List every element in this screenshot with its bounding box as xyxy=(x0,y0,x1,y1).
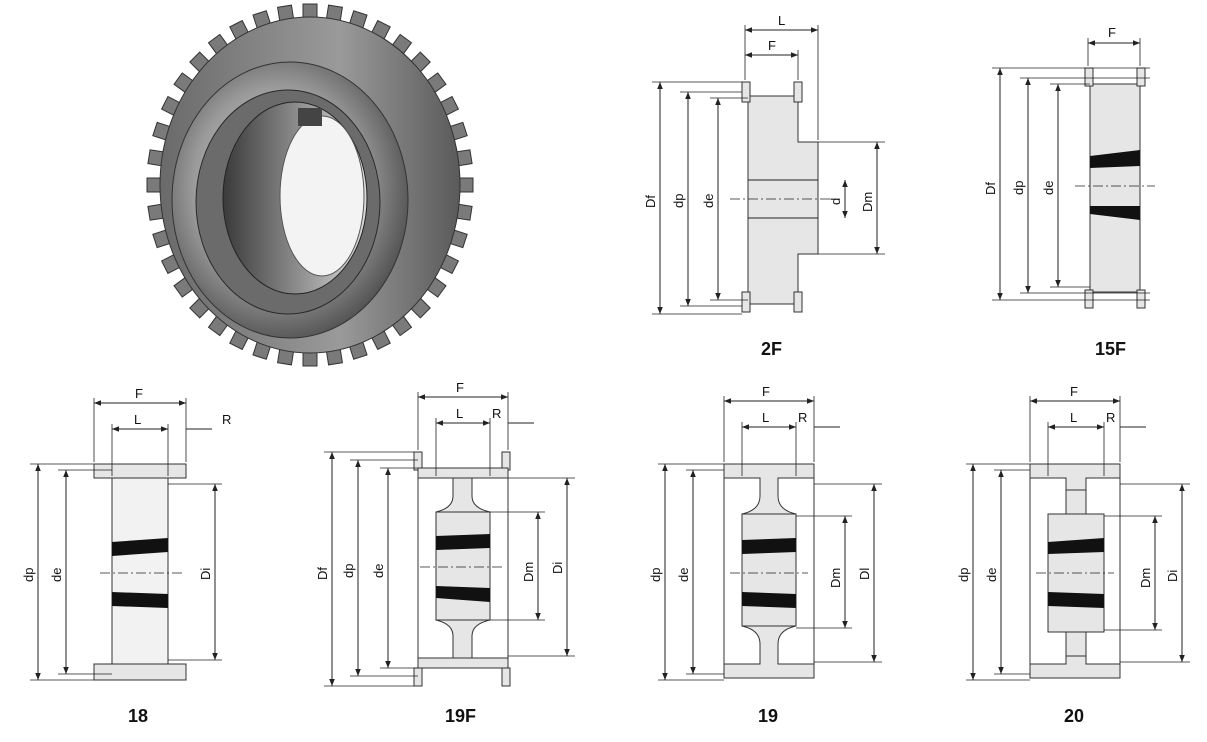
caption-19F: 19F xyxy=(445,706,476,726)
caption-2F: 2F xyxy=(761,339,782,359)
label-de-2F: de xyxy=(701,194,716,208)
label-de-20: de xyxy=(984,568,999,582)
label-Dm-20: Dm xyxy=(1138,568,1153,588)
label-d-2F: d xyxy=(828,198,843,205)
label-L-18: L xyxy=(134,412,141,427)
timing-pulley-photo xyxy=(146,3,474,367)
label-de-18: de xyxy=(49,568,64,582)
label-de-19: de xyxy=(676,568,691,582)
label-Di-20: Di xyxy=(1165,570,1180,582)
diagram-2F xyxy=(652,25,885,315)
label-de-15F: de xyxy=(1041,181,1056,195)
label-Di-19F: Di xyxy=(550,562,565,574)
caption-19: 19 xyxy=(758,706,778,726)
label-F-20: F xyxy=(1070,384,1078,399)
diagram-19F xyxy=(324,392,575,687)
diagram-18 xyxy=(30,398,222,681)
label-L-19F: L xyxy=(456,406,463,421)
gear-tooth xyxy=(458,177,474,193)
label-Dm-19: Dm xyxy=(828,568,843,588)
label-dp-19F: dp xyxy=(341,564,356,578)
label-R-20: R xyxy=(1106,410,1115,425)
label-Dm-19F: Dm xyxy=(521,562,536,582)
label-dp-20: dp xyxy=(956,568,971,582)
label-F-2F: F xyxy=(768,38,776,53)
label-Di-18: Di xyxy=(198,568,213,580)
label-L-19: L xyxy=(762,410,769,425)
label-Dm-2F: Dm xyxy=(860,192,875,212)
label-dp-18: dp xyxy=(21,568,36,582)
label-dp-2F: dp xyxy=(671,194,686,208)
label-F-18: F xyxy=(135,386,143,401)
caption-20: 20 xyxy=(1064,706,1084,726)
label-Dl-19: Dl xyxy=(857,568,872,580)
gear-tooth xyxy=(302,3,318,19)
gear-tooth xyxy=(146,177,162,193)
caption-15F: 15F xyxy=(1095,339,1126,359)
label-F-15F: F xyxy=(1108,25,1116,40)
label-de-19F: de xyxy=(371,564,386,578)
label-R-19: R xyxy=(798,410,807,425)
label-dp-15F: dp xyxy=(1011,181,1026,195)
label-R-19F: R xyxy=(492,406,501,421)
label-dp-19: dp xyxy=(648,568,663,582)
label-Df-2F: Df xyxy=(643,195,658,208)
diagram-19 xyxy=(658,396,882,681)
label-R-18: R xyxy=(222,412,231,427)
label-L-20: L xyxy=(1070,410,1077,425)
label-F-19F: F xyxy=(456,380,464,395)
label-Df-15F: Df xyxy=(983,182,998,195)
gear-tooth xyxy=(302,351,318,367)
caption-18: 18 xyxy=(128,706,148,726)
label-Df-19F: Df xyxy=(315,567,330,580)
diagram-20 xyxy=(966,396,1190,681)
label-F-19: F xyxy=(762,384,770,399)
label-L-2F: L xyxy=(778,13,785,28)
diagram-15F xyxy=(992,38,1155,309)
